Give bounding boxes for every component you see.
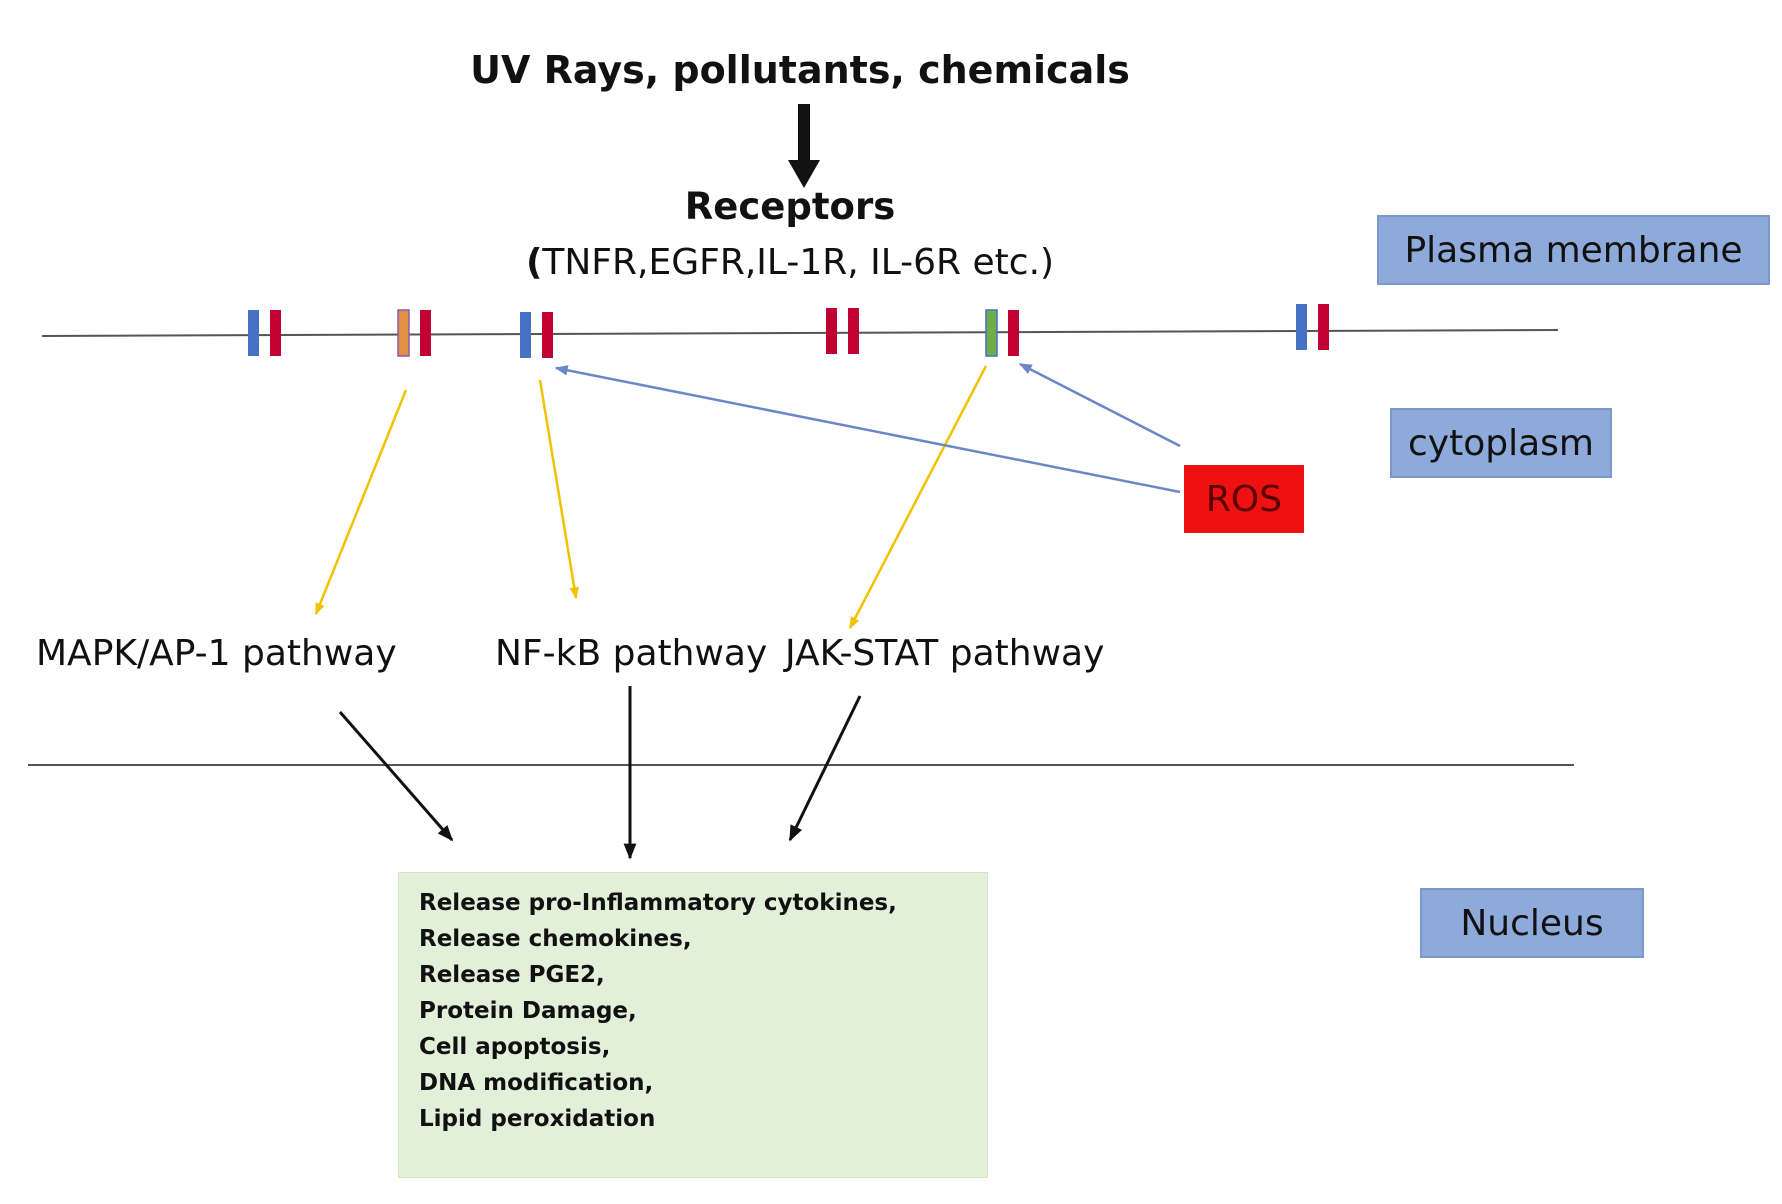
pathway-jakstat-label: JAK-STAT pathway: [785, 633, 1105, 674]
cytoplasm-label: cytoplasm: [1390, 408, 1612, 478]
arrow-ros-to-receptor-5: [1018, 362, 1181, 448]
effect-item: Protein Damage,: [419, 998, 637, 1024]
effect-item: Cell apoptosis,: [419, 1034, 611, 1060]
effect-item: Lipid peroxidation: [419, 1106, 656, 1132]
receptors-title: Receptors: [684, 185, 896, 228]
receptor-4: [826, 308, 859, 354]
arrow-jakstat-to-effects: [788, 695, 862, 842]
arrow-ros-to-receptor-3: [554, 365, 1181, 494]
effect-item: Release PGE2,: [419, 962, 605, 988]
pathway-mapk-label: MAPK/AP-1 pathway: [36, 633, 397, 674]
effects-box: Release pro-Inflammatory cytokines, Rele…: [398, 872, 988, 1178]
effect-item: DNA modification,: [419, 1070, 654, 1096]
effect-item: Release pro-Inflammatory cytokines,: [419, 890, 897, 916]
stimulus-label: UV Rays, pollutants, chemicals: [470, 48, 1130, 92]
plasma-membrane-line: [41, 329, 1559, 337]
arrow-receptor-to-nfkb: [538, 379, 579, 600]
arrow-mapk-to-effects: [338, 711, 454, 842]
arrow-receptor-to-mapk: [314, 389, 408, 616]
nucleus-label: Nucleus: [1420, 888, 1644, 958]
receptor-3: [520, 312, 553, 358]
stimulus-arrowhead: [788, 160, 820, 188]
ros-box: ROS: [1184, 465, 1304, 533]
receptors-list-text: TNFR,EGFR,IL-1R, IL-6R etc.): [542, 242, 1055, 283]
arrow-receptor-to-jakstat: [848, 365, 988, 630]
receptor-2: [397, 309, 431, 357]
pathway-nfkb-label: NF-kB pathway: [495, 633, 768, 674]
effect-item: Release chemokines,: [419, 926, 692, 952]
receptors-open-paren: (: [525, 242, 543, 283]
receptor-1: [248, 310, 281, 356]
receptor-5: [985, 309, 1019, 357]
plasma-membrane-label: Plasma membrane: [1377, 215, 1770, 285]
receptor-6: [1296, 304, 1329, 350]
receptors-list: (TNFR,EGFR,IL-1R, IL-6R etc.): [480, 238, 1100, 288]
